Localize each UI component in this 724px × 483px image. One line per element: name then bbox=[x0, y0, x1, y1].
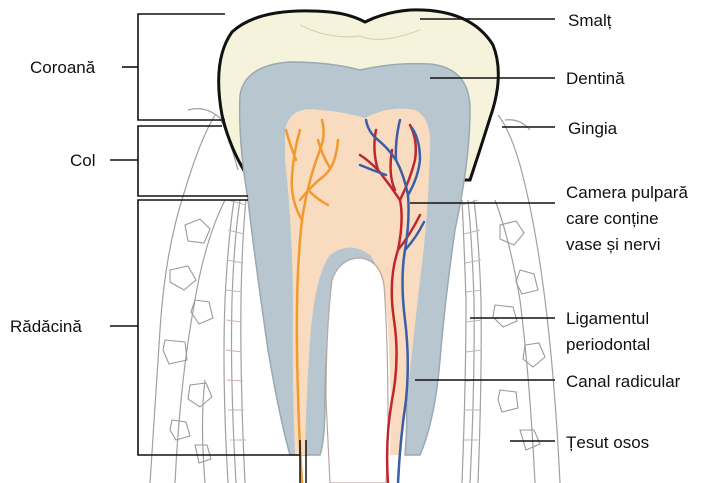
label-ligament-line1: Ligamentul bbox=[566, 309, 649, 328]
crown-bracket bbox=[137, 13, 225, 121]
enamel-texture bbox=[299, 24, 421, 40]
label-crown: Coroană bbox=[30, 58, 96, 77]
label-pulp-line1: Camera pulpară bbox=[566, 183, 688, 202]
vein-vessels bbox=[358, 118, 426, 483]
neck-bracket bbox=[137, 125, 248, 197]
label-root-canal: Canal radicular bbox=[566, 372, 681, 391]
label-neck: Col bbox=[70, 151, 96, 170]
bone-tissue-right bbox=[461, 114, 561, 483]
label-pulp-line3: vase și nervi bbox=[566, 235, 660, 254]
label-gum: Gingia bbox=[568, 119, 618, 138]
label-ligament-line2: periodontal bbox=[566, 335, 650, 354]
label-enamel: Smalț bbox=[568, 11, 612, 30]
bone-tissue-left bbox=[149, 108, 247, 483]
nerve-branches bbox=[284, 118, 340, 483]
label-bone: Țesut osos bbox=[566, 433, 649, 452]
label-pulp-line2: care conține bbox=[566, 209, 659, 228]
root-bracket bbox=[137, 199, 300, 456]
label-root: Rădăcină bbox=[10, 317, 82, 336]
leader-lines bbox=[110, 13, 555, 456]
label-dentin: Dentină bbox=[566, 69, 625, 88]
root-apex-vessels bbox=[299, 440, 307, 483]
pulp-chamber bbox=[285, 108, 431, 455]
inter-root-dentin bbox=[325, 257, 389, 483]
